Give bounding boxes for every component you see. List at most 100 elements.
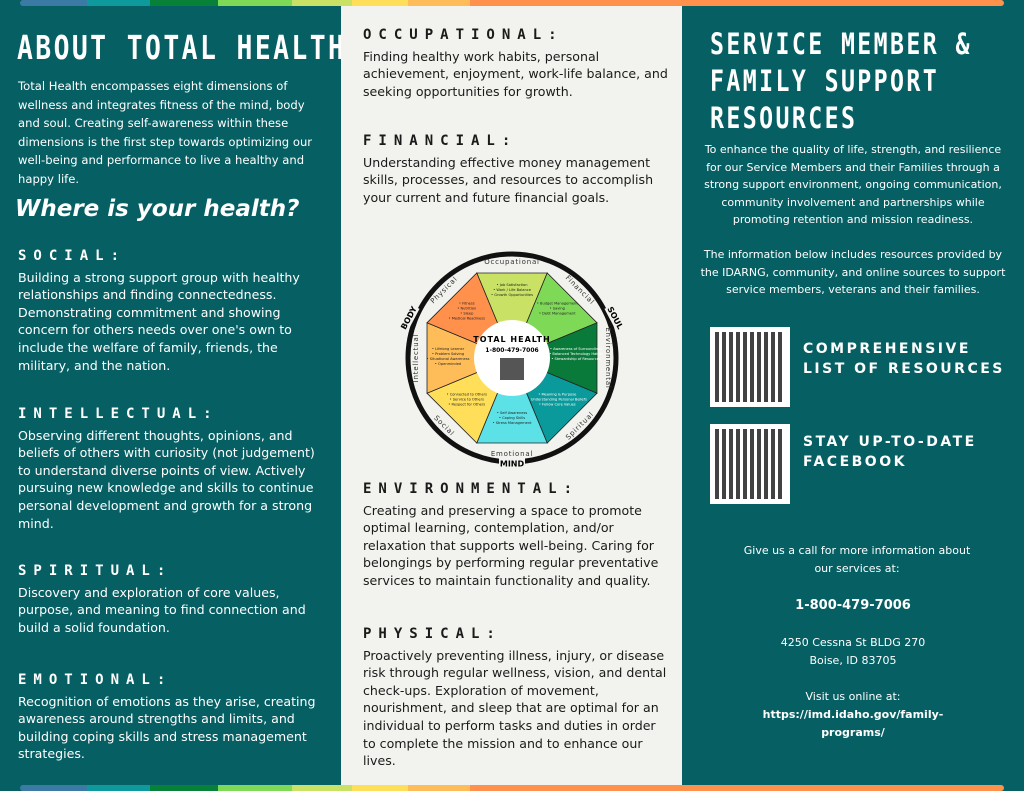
section-text: Discovery and exploration of core values…	[18, 584, 306, 635]
segment-item: • Respect for Others	[448, 402, 485, 406]
section-heading: INTELLECTUAL:	[18, 406, 219, 422]
resources-panel: SERVICE MEMBER & FAMILY SUPPORT RESOURCE…	[682, 0, 1024, 791]
color-bar-segment	[352, 785, 408, 791]
label-line: LIST OF RESOURCES	[803, 361, 1005, 377]
segment-item: • Meaning & Purpose	[538, 392, 577, 396]
section-heading: EMOTIONAL:	[18, 672, 173, 688]
occupational-section: OCCUPATIONAL: Finding healthy work habits…	[363, 27, 668, 100]
section-heading: SOCIAL:	[18, 248, 127, 264]
dimensions-panel: OCCUPATIONAL: Finding healthy work habits…	[341, 0, 682, 791]
color-bar-segment	[150, 785, 218, 791]
segment-label: Intellectual	[412, 334, 420, 383]
color-bar-segment	[292, 0, 352, 6]
section-heading: OCCUPATIONAL:	[363, 27, 564, 43]
total-health-wheel: Occupational • Job Satisfaction• Work / L…	[397, 251, 627, 469]
segment-item: • Medical Readiness	[449, 317, 486, 321]
physical-section: PHYSICAL: Proactively preventing illness,…	[363, 626, 668, 770]
center-phone: 1-800-479-7006	[485, 347, 538, 354]
color-bar-segment	[20, 0, 87, 6]
intro-text: Total Health encompasses eight dimension…	[18, 79, 313, 186]
section-heading: PHYSICAL:	[363, 626, 502, 642]
color-bar-segment	[352, 0, 408, 6]
address-line: 4250 Cessna St BLDG 270	[780, 636, 926, 649]
website-link[interactable]: https://imd.idaho.gov/family-programs/	[762, 708, 944, 739]
ring-label-bg	[499, 458, 525, 469]
section-heading: FINANCIAL:	[363, 133, 518, 149]
segment-item: • Follow Core Values	[539, 402, 576, 406]
segment-item: • Fitness	[459, 302, 475, 306]
resources-link[interactable]: COMPREHENSIVE LIST OF RESOURCES	[803, 339, 1005, 379]
section-text: Understanding effective money management…	[363, 154, 654, 205]
resources-qr-code[interactable]	[710, 327, 790, 407]
section-text: Finding healthy work habits, personal ac…	[363, 48, 668, 99]
section-text: Building a strong support group with hea…	[18, 269, 300, 373]
ring-label-bg	[604, 303, 627, 332]
segment-item: • Connected to Others	[446, 392, 487, 396]
segment-item: • Work / Life Balance	[493, 288, 532, 292]
color-bar-segment	[20, 785, 87, 791]
top-color-bar	[20, 0, 1004, 6]
title-line: SERVICE MEMBER &	[710, 27, 972, 61]
title-line: RESOURCES	[710, 101, 858, 135]
color-bar-segment	[87, 0, 150, 6]
segment-item: • Budget Management	[537, 302, 579, 306]
center-qr-code[interactable]	[500, 358, 524, 380]
about-title: ABOUT TOTAL HEALTH	[17, 28, 347, 67]
color-bar-segment	[408, 0, 470, 6]
segment-item: • Saving	[550, 307, 565, 311]
color-bar-segment	[470, 785, 1004, 791]
label-line: STAY UP-TO-DATE	[803, 434, 977, 450]
segment-label: Environmental	[604, 327, 612, 388]
emotional-section: EMOTIONAL: Recognition of emotions as the…	[18, 672, 328, 763]
segment-item: • Situational Awareness	[427, 357, 470, 361]
segment-item: • Sleep	[460, 312, 474, 316]
segment-item: • Debt Management	[539, 312, 576, 316]
financial-section: FINANCIAL: Understanding effective money …	[363, 133, 668, 206]
section-text: Proactively preventing illness, injury, …	[363, 647, 667, 769]
resources-title: SERVICE MEMBER & FAMILY SUPPORT RESOURCE…	[710, 26, 972, 137]
segment-item: • Openminded	[435, 362, 461, 366]
where-heading: Where is your health?	[15, 196, 300, 222]
environmental-section: ENVIRONMENTAL: Creating and preserving a …	[363, 481, 668, 590]
segment-item: • Stewardship of Resources	[551, 357, 601, 361]
color-bar-segment	[292, 785, 352, 791]
color-bar-segment	[218, 0, 292, 6]
segment-item: • Stress Management	[492, 421, 532, 425]
segment-label: Emotional	[491, 450, 533, 458]
segment-item: • Understanding Personal Beliefs	[528, 397, 587, 401]
section-text: Creating and preserving a space to promo…	[363, 502, 659, 588]
phone-number[interactable]: 1-800-479-7006	[795, 598, 911, 613]
color-bar-segment	[408, 785, 470, 791]
ring-label-bg	[397, 303, 420, 332]
segment-item: • Problem Solving	[432, 352, 464, 356]
visit-text: Visit us online at:	[805, 690, 901, 703]
address-line: Boise, ID 83705	[809, 653, 897, 667]
mission-text: To enhance the quality of life, strength…	[704, 143, 1002, 226]
about-panel: ABOUT TOTAL HEALTH Total Health encompas…	[0, 0, 344, 791]
section-text: Observing different thoughts, opinions, …	[18, 427, 315, 531]
title-line: FAMILY SUPPORT	[710, 64, 940, 98]
color-bar-segment	[218, 785, 292, 791]
intellectual-section: INTELLECTUAL: Observing different thought…	[18, 406, 328, 532]
ring-label-mind: MIND	[500, 460, 525, 469]
color-bar-segment	[87, 785, 150, 791]
facebook-qr-code[interactable]	[710, 424, 790, 504]
bottom-color-bar	[20, 785, 1004, 791]
segment-item: • Lifelong Learner	[432, 347, 465, 351]
section-text: Recognition of emotions as they arise, c…	[18, 693, 316, 762]
info-text: The information below includes resources…	[700, 248, 1006, 296]
segment-item: • Job Satisfaction	[496, 283, 527, 287]
spiritual-section: SPIRITUAL: Discovery and exploration of c…	[18, 563, 328, 636]
center-title: TOTAL HEALTH	[473, 335, 550, 344]
section-heading: ENVIRONMENTAL:	[363, 481, 580, 497]
segment-item: • Growth Opportunities	[491, 293, 533, 297]
color-bar-segment	[470, 0, 1004, 6]
segment-label: Occupational	[484, 258, 540, 266]
label-line: COMPREHENSIVE	[803, 341, 971, 357]
segment-item: • Nutrition	[457, 307, 476, 311]
section-heading: SPIRITUAL:	[18, 563, 173, 579]
segment-item: • Service to Others	[449, 397, 484, 401]
call-text: Give us a call for more information abou…	[743, 544, 971, 575]
